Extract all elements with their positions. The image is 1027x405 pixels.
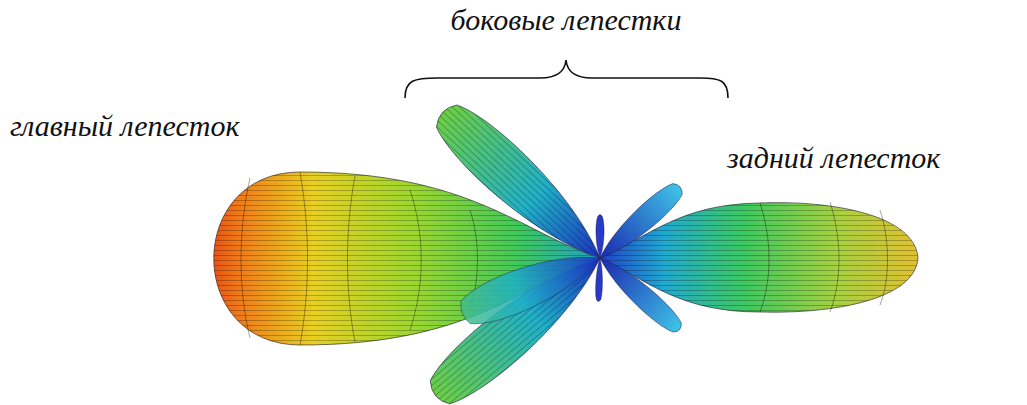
lobe-label: боковые лепестки [451,2,682,38]
side-lobe [592,178,687,266]
side-lobe [595,258,603,302]
side-lobe [455,239,608,333]
main-lobe [214,172,600,345]
side-lobe [596,215,604,259]
side-lobe [593,250,687,337]
lobe-label: задний лепесток [727,140,940,176]
brace [405,60,728,98]
lobe-label: главный лепесток [10,108,240,144]
